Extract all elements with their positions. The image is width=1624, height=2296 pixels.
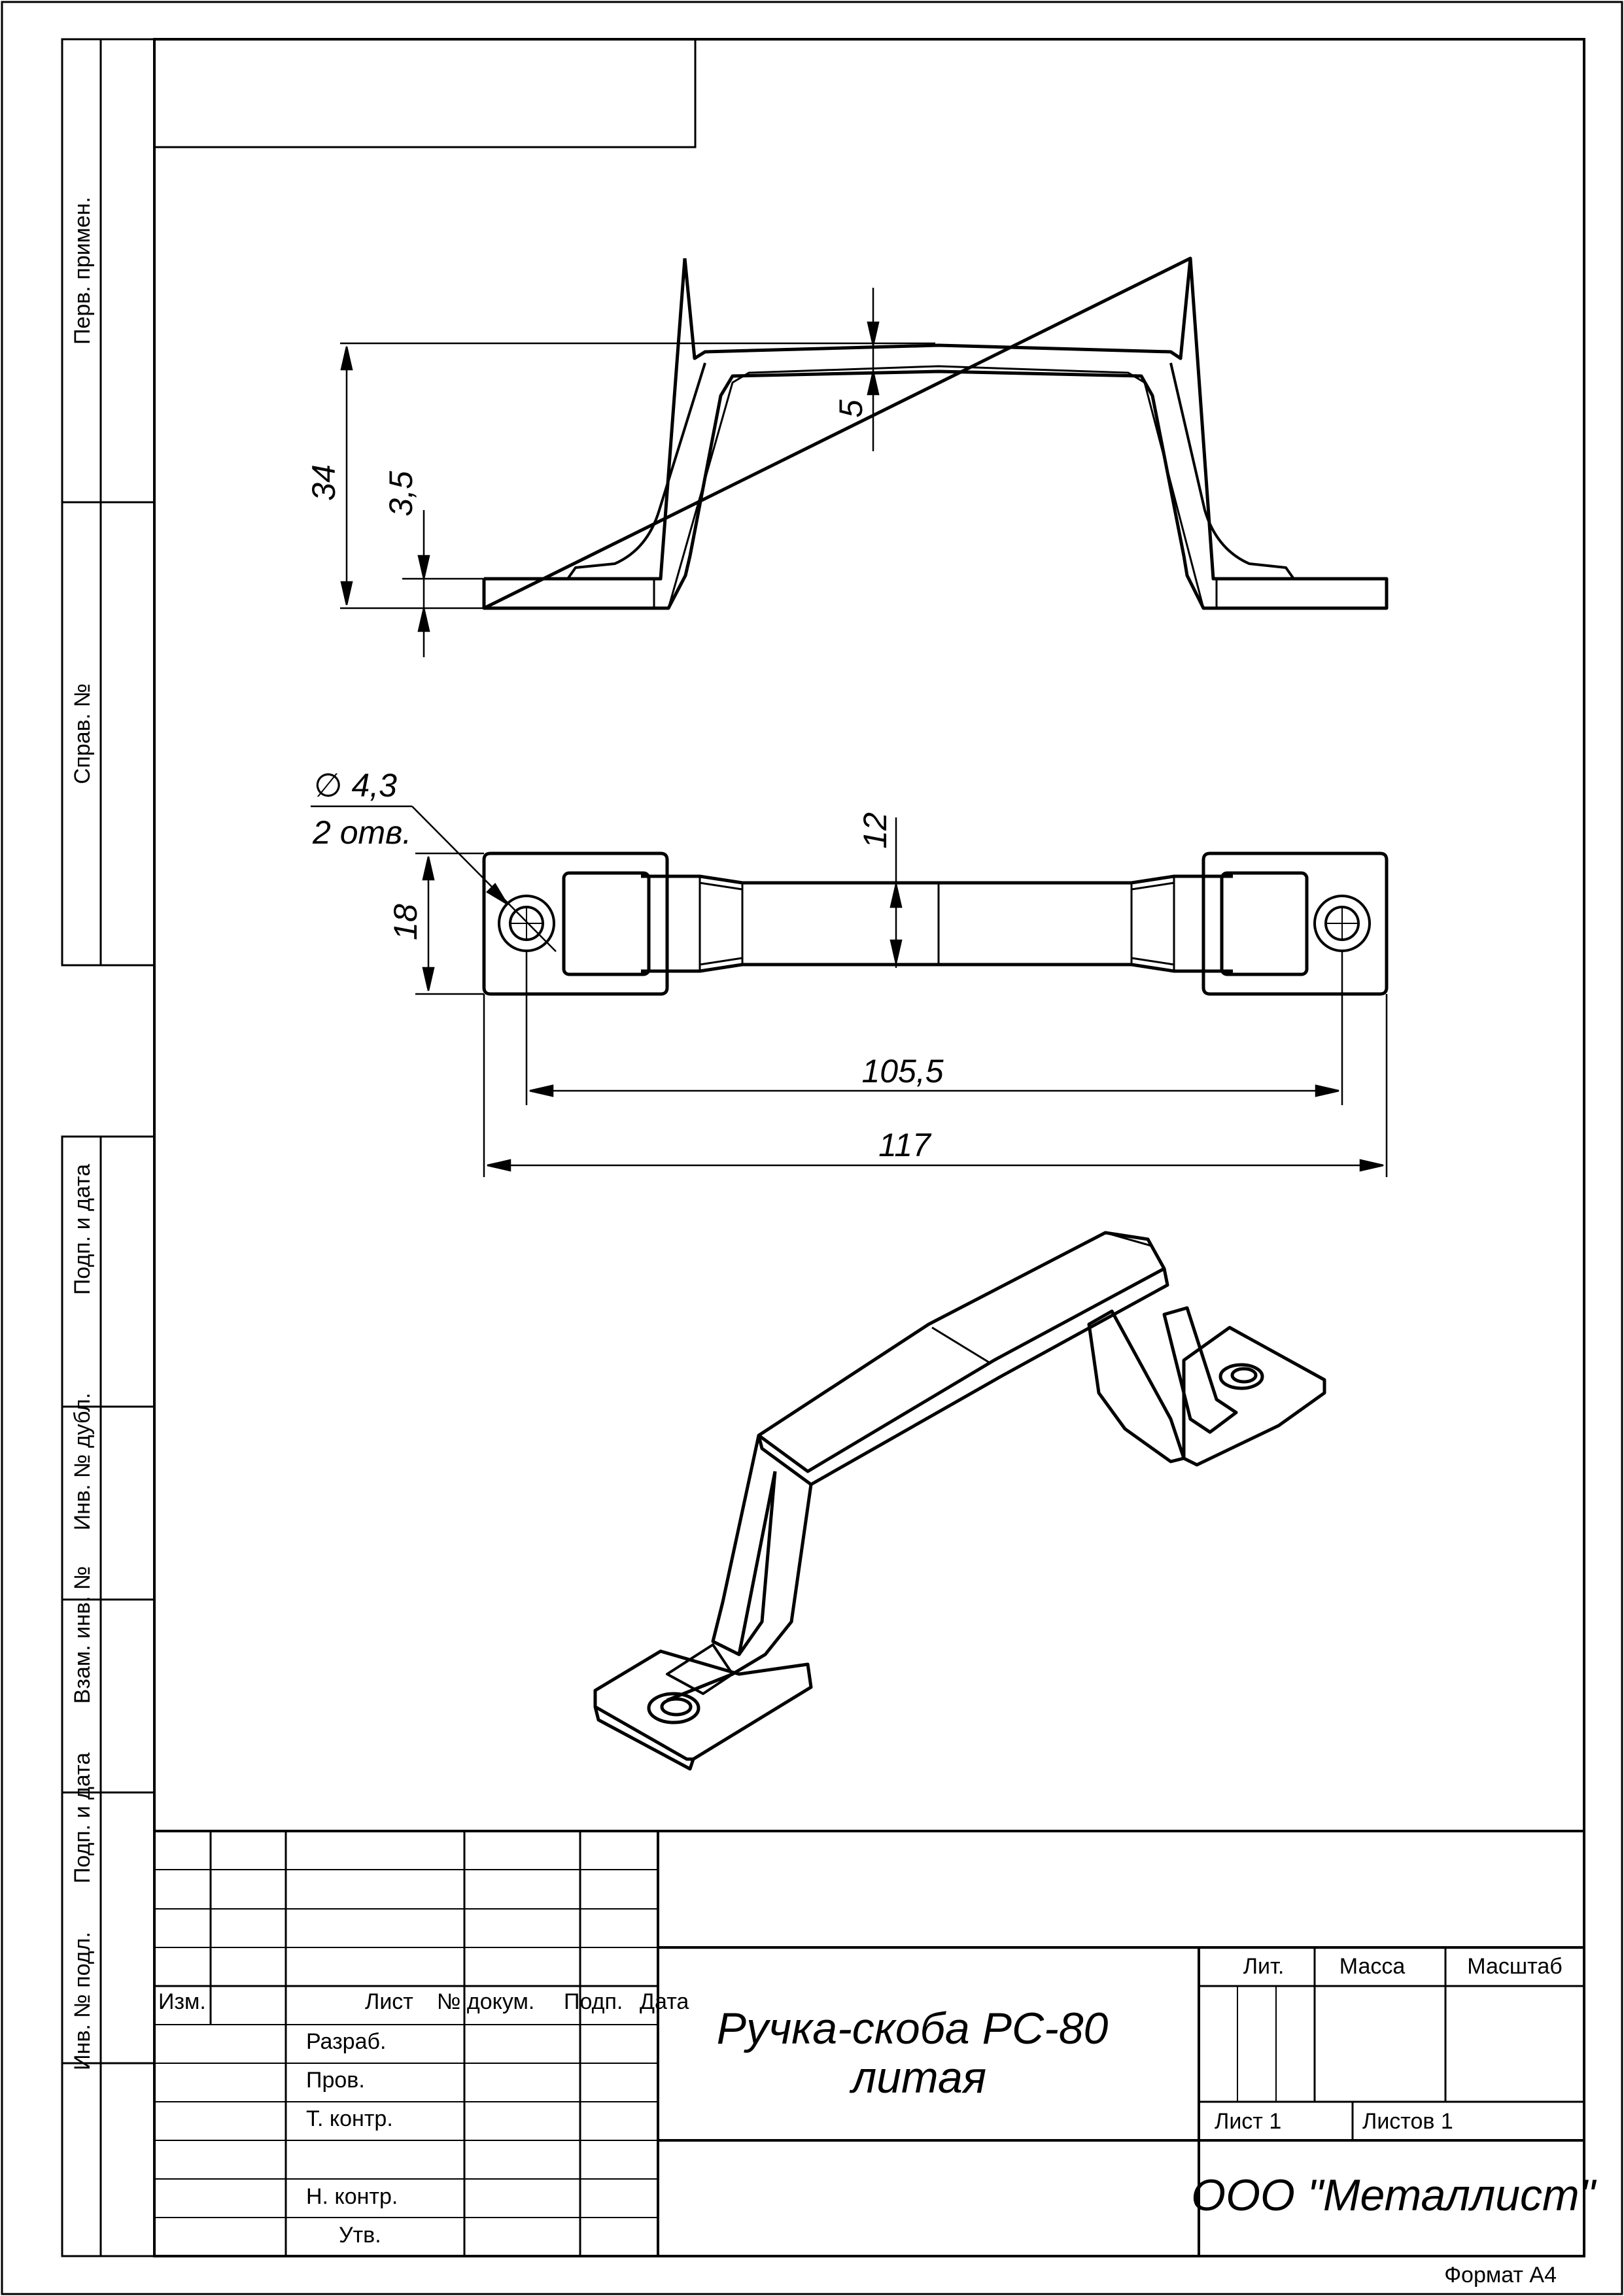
upper-side-strip <box>61 38 156 967</box>
dim-5: 5 <box>833 400 869 418</box>
title-block <box>154 1830 1584 2256</box>
label-inv-podl: Инв. № подл. <box>70 1932 95 2070</box>
label-podp-data-bottom: Подп. и дата <box>70 1753 95 1883</box>
dim-117: 117 <box>878 1127 932 1163</box>
isometric-view <box>593 1231 1326 1771</box>
tb-massa: Масса <box>1339 1954 1406 1979</box>
label-inv-dubl: Инв. № дубл. <box>70 1393 95 1531</box>
top-view-dimensions <box>311 805 1388 1177</box>
label-vzam-inv: Взам. инв. № <box>70 1566 95 1704</box>
top-left-box <box>154 39 697 148</box>
top-view <box>482 851 1389 996</box>
tb-col-podp: Подп. <box>564 1989 623 2014</box>
tb-masshtab: Масштаб <box>1467 1954 1562 1979</box>
label-podp-data-top: Подп. и дата <box>70 1164 95 1295</box>
tb-name-line1: Ручка-скоба РС-80 <box>717 2004 1109 2053</box>
tb-sheets: Листов 1 <box>1362 2109 1453 2134</box>
front-view-dimensions <box>340 288 935 657</box>
tb-col-list: Лист <box>365 1989 413 2014</box>
tb-sheet: Лист 1 <box>1215 2109 1281 2134</box>
tb-razrab: Разраб. <box>306 2029 386 2054</box>
top-view-axes <box>510 907 1358 940</box>
tb-name-line2: литая <box>849 2053 986 2102</box>
tb-col-dokum: № докум. <box>437 1989 534 2014</box>
tb-company: ООО "Металлист" <box>1191 2170 1597 2220</box>
lower-side-strip <box>61 1135 156 2257</box>
dim-3-5: 3,5 <box>383 471 419 517</box>
tb-utv: Утв. <box>339 2223 381 2248</box>
label-perv-primen: Перв. примен. <box>70 197 95 345</box>
dim-12: 12 <box>857 812 893 849</box>
dim-18: 18 <box>387 904 424 940</box>
dim-34: 34 <box>305 464 342 501</box>
dim-105-5: 105,5 <box>861 1053 943 1089</box>
dim-hole-count: 2 отв. <box>312 814 411 851</box>
tb-prov: Пров. <box>306 2068 365 2093</box>
format-label: Формат А4 <box>1444 2263 1557 2287</box>
tb-col-izm: Изм. <box>158 1989 206 2014</box>
front-view <box>482 256 1389 610</box>
tb-col-data: Дата <box>640 1989 689 2014</box>
dim-hole-diameter: ∅ 4,3 <box>314 767 397 804</box>
tb-lit: Лит. <box>1243 1954 1285 1979</box>
tb-t-kontr: Т. контр. <box>306 2106 393 2131</box>
tb-n-kontr: Н. контр. <box>306 2184 398 2209</box>
label-sprav-no: Справ. № <box>70 683 95 784</box>
